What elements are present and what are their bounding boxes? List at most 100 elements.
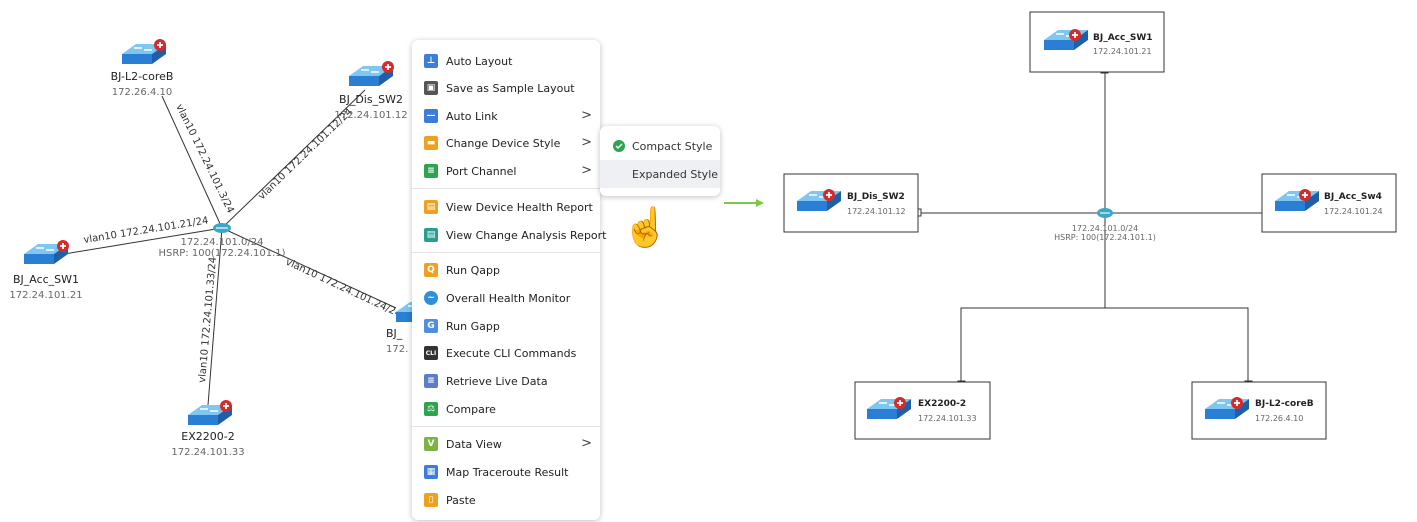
- submenu-item-compact-style[interactable]: Compact Style: [600, 132, 720, 160]
- link-acc-sw4[interactable]: [221, 227, 397, 309]
- expanded-links: [917, 72, 1266, 382]
- device-ip: 172.24.101.21: [9, 290, 82, 301]
- hub-subnet: 172.24.101.0/24: [181, 237, 264, 248]
- menu-item-paste[interactable]: ▯ Paste: [412, 487, 600, 513]
- device-name: EX2200-2: [181, 430, 234, 443]
- link-core-b[interactable]: [161, 95, 223, 229]
- menu-divider: [412, 426, 600, 427]
- hub-icon[interactable]: [213, 223, 231, 233]
- expanded-hub-icon[interactable]: [1097, 208, 1113, 218]
- hand-cursor-icon: ☝: [622, 207, 670, 249]
- alert-badge-icon: [1068, 28, 1082, 42]
- device-ip: 172.24.101.12: [334, 110, 407, 121]
- submenu-item-label: Compact Style: [632, 140, 713, 153]
- traceroute-icon: ▦: [424, 465, 438, 479]
- menu-item-auto-layout[interactable]: ⊥ Auto Layout: [412, 48, 600, 74]
- device-dis-sw2[interactable]: BJ_Dis_SW2 172.24.101.12: [334, 60, 408, 121]
- health-report-icon: ▤: [424, 200, 438, 214]
- menu-item-label: Execute CLI Commands: [446, 347, 577, 360]
- menu-item-execute-cli-commands[interactable]: CLI Execute CLI Commands: [412, 340, 600, 366]
- submenu-item-expanded-style[interactable]: Expanded Style: [600, 160, 720, 188]
- menu-item-data-view[interactable]: V Data View >: [412, 431, 600, 457]
- menu-item-change-device-style[interactable]: ▬ Change Device Style >: [412, 130, 600, 156]
- menu-item-label: Run Qapp: [446, 264, 500, 277]
- check-circle-icon: [613, 140, 625, 152]
- menu-item-label: Retrieve Live Data: [446, 375, 548, 388]
- box-acc-sw1[interactable]: BJ_Acc_SW1 172.24.101.21: [1029, 11, 1165, 73]
- chevron-right-icon: >: [581, 135, 592, 150]
- menu-item-label: Run Gapp: [446, 320, 500, 333]
- alert-badge-icon: [1298, 188, 1312, 202]
- menu-divider: [412, 252, 600, 253]
- hub-hsrp: HSRP: 100(172.24.101.1): [158, 248, 285, 259]
- compare-icon: ⚖: [424, 402, 438, 416]
- menu-item-view-change-analysis-report[interactable]: ▤ View Change Analysis Report: [412, 222, 607, 248]
- cli-icon: CLI: [424, 346, 438, 360]
- data-view-icon: V: [424, 437, 438, 451]
- context-menu: ⊥ Auto Layout ▣ Save as Sample Layout — …: [412, 40, 607, 520]
- menu-divider: [412, 188, 600, 189]
- menu-item-label: Map Traceroute Result: [446, 466, 569, 479]
- menu-item-view-device-health-report[interactable]: ▤ View Device Health Report: [412, 194, 600, 220]
- hub-subnet: 172.24.101.0/24: [1072, 224, 1138, 233]
- alert-badge-icon: [822, 188, 836, 202]
- menu-item-overall-health-monitor[interactable]: ~ Overall Health Monitor: [412, 285, 600, 311]
- device-ip: 172.24.101.33: [918, 414, 977, 423]
- device-style-submenu: Compact Style Expanded Style: [600, 126, 720, 196]
- qapp-icon: Q: [424, 263, 438, 277]
- live-data-icon: ≡: [424, 374, 438, 388]
- alert-badge-icon: [1230, 396, 1244, 410]
- device-ip: 172.24.101.21: [1093, 47, 1152, 56]
- device-ex2200[interactable]: EX2200-2 172.24.101.33: [171, 399, 245, 458]
- device-name: BJ-L2-coreB: [111, 70, 174, 83]
- device-name: BJ_Dis_SW2: [847, 192, 905, 202]
- menu-item-label: Data View: [446, 438, 502, 451]
- link-acc-sw1[interactable]: [57, 227, 223, 256]
- device-ip: 172.26.4.10: [1255, 414, 1303, 423]
- device-ip: 172.24.101.24: [1324, 207, 1383, 216]
- device-acc-sw1[interactable]: BJ_Acc_SW1 172.24.101.21: [9, 239, 83, 301]
- paste-icon: ▯: [424, 493, 438, 507]
- menu-item-map-traceroute-result[interactable]: ▦ Map Traceroute Result: [412, 459, 600, 485]
- chevron-right-icon: >: [581, 108, 592, 123]
- box-dis-sw2[interactable]: BJ_Dis_SW2 172.24.101.12: [783, 173, 919, 233]
- menu-item-label: Port Channel: [446, 165, 517, 178]
- device-core-b[interactable]: BJ-L2-coreB 172.26.4.10: [111, 38, 174, 98]
- menu-item-label: Overall Health Monitor: [446, 292, 571, 305]
- save-layout-icon: ▣: [424, 81, 438, 95]
- device-ip: 172.24.101.12: [847, 207, 906, 216]
- box-acc-sw4[interactable]: BJ_Acc_Sw4 172.24.101.24: [1261, 173, 1397, 233]
- menu-item-run-qapp[interactable]: Q Run Qapp: [412, 257, 600, 283]
- box-core-b[interactable]: BJ-L2-coreB 172.26.4.10: [1191, 381, 1327, 440]
- change-report-icon: ▤: [424, 228, 438, 242]
- menu-item-save-sample-layout[interactable]: ▣ Save as Sample Layout: [412, 75, 600, 101]
- menu-item-label: View Change Analysis Report: [446, 229, 607, 242]
- device-name: BJ-L2-coreB: [1255, 399, 1314, 409]
- menu-item-run-gapp[interactable]: G Run Gapp: [412, 313, 600, 339]
- link-dis-sw2[interactable]: [221, 89, 366, 229]
- device-partial-hidden[interactable]: BJ_ 172.: [386, 301, 441, 355]
- device-name: BJ_: [386, 327, 403, 340]
- device-name: BJ_Dis_SW2: [339, 93, 403, 106]
- menu-item-retrieve-live-data[interactable]: ≡ Retrieve Live Data: [412, 368, 600, 394]
- auto-link-icon: —: [424, 109, 438, 123]
- submenu-item-label: Expanded Style: [632, 168, 719, 181]
- transition-arrow-icon: [724, 199, 764, 207]
- gapp-icon: G: [424, 319, 438, 333]
- menu-item-port-channel[interactable]: ≡ Port Channel >: [412, 158, 600, 184]
- menu-item-label: Auto Link: [446, 110, 498, 123]
- box-ex2200[interactable]: EX2200-2 172.24.101.33: [854, 381, 991, 440]
- port-channel-icon: ≡: [424, 164, 438, 178]
- device-ip: 172.26.4.10: [112, 87, 172, 98]
- health-monitor-icon: ~: [424, 291, 438, 305]
- menu-item-label: Paste: [446, 494, 476, 507]
- device-name: BJ_Acc_SW1: [13, 273, 79, 286]
- link-ex2200[interactable]: [207, 227, 223, 406]
- menu-item-auto-link[interactable]: — Auto Link >: [412, 103, 600, 129]
- device-style-icon: ▬: [424, 136, 438, 150]
- menu-item-compare[interactable]: ⚖ Compare: [412, 396, 600, 422]
- menu-item-label: Compare: [446, 403, 496, 416]
- menu-item-label: View Device Health Report: [446, 201, 593, 214]
- alert-badge-icon: [893, 396, 907, 410]
